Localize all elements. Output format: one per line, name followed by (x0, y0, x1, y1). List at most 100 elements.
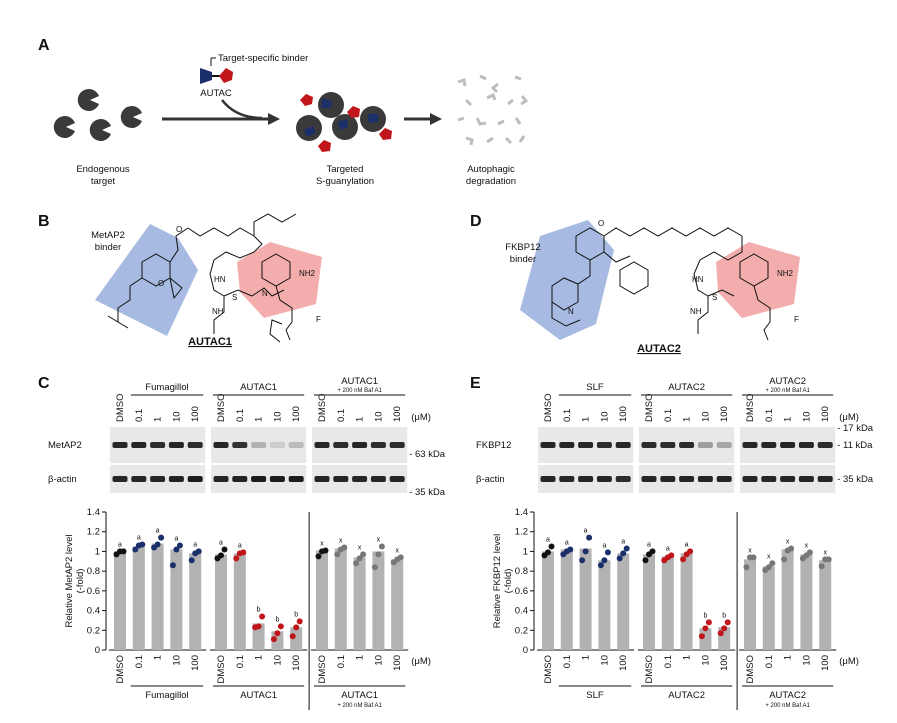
blot-band (150, 476, 166, 482)
blot-band (251, 442, 267, 448)
blot-row-label: FKBP12 (476, 440, 511, 451)
autac-join-arrow (221, 99, 263, 120)
significance-letter: a (546, 537, 550, 544)
blot-band (352, 476, 368, 482)
x-tick-label: 100 (392, 655, 403, 671)
fkbp12-binder-label-line2: binder (510, 254, 536, 265)
blot-lane-label: 0.1 (134, 409, 145, 422)
replicate-point (240, 549, 247, 556)
blot-band (168, 476, 184, 482)
replicate-point (259, 613, 266, 620)
replicate-point (371, 564, 378, 571)
panel-letter-c: C (38, 375, 50, 392)
blot-band (780, 476, 796, 482)
blot-band (269, 442, 285, 448)
step-endogenous-line2: target (91, 176, 116, 187)
blot-band (150, 442, 166, 448)
significance-letter: a (565, 539, 569, 546)
bar (781, 549, 794, 650)
blot-band (131, 442, 147, 448)
significance-letter: a (602, 542, 606, 549)
blot-band (288, 476, 304, 482)
significance-letter: x (805, 542, 809, 549)
step-guanylation-line2: S-guanylation (316, 176, 374, 187)
blot-unit-label: (μM) (411, 412, 431, 423)
replicate-point (582, 548, 589, 555)
autac2-nh-label: NH (690, 307, 702, 316)
blot-band (213, 442, 229, 448)
bar (189, 553, 202, 650)
degradation-fragments (457, 74, 529, 146)
blot-lane-label: 10 (373, 411, 384, 422)
x-tick-label: 0.1 (336, 655, 347, 668)
autac2-o-label: O (598, 219, 604, 228)
significance-letter: x (823, 549, 827, 556)
panel-letter-b: B (38, 213, 50, 230)
bar (643, 554, 655, 650)
blot-lane-label: 1 (254, 417, 265, 422)
blot-band (697, 442, 713, 448)
bar (391, 559, 404, 650)
blot-lane-label: 0.1 (336, 409, 347, 422)
blot-band (168, 442, 184, 448)
blot-band (578, 476, 594, 482)
bar (334, 548, 347, 650)
autac1-hn-label: HN (214, 275, 226, 284)
guanine-highlight-d (716, 242, 800, 318)
autac1-nh-label: NH (212, 307, 224, 316)
group-label: AUTAC2 (668, 690, 705, 701)
bar (598, 560, 611, 650)
autac2-hn-label: HN (692, 275, 704, 284)
blot-lane-label: 10 (599, 411, 610, 422)
bar (233, 553, 246, 650)
step-guanylation-line1: Targeted (327, 164, 364, 175)
x-tick-label: DMSO (543, 655, 554, 684)
x-tick-label: 0.1 (663, 655, 674, 668)
x-tick-label: 100 (719, 655, 730, 671)
blot-lane-label: 10 (801, 411, 812, 422)
x-tick-label: 10 (599, 655, 610, 666)
replicate-point (680, 556, 687, 563)
blot-lane-label: 100 (820, 406, 831, 422)
bar (699, 628, 712, 650)
y-tick-label: 1 (523, 546, 528, 557)
replicate-point (620, 550, 627, 557)
blot-lane-label: 0.1 (663, 409, 674, 422)
replicate-point (173, 546, 180, 553)
blot-band (540, 476, 556, 482)
blot-band (288, 442, 304, 448)
significance-letter: a (666, 545, 670, 552)
blot-lane-label: 1 (581, 417, 592, 422)
replicate-point (649, 548, 656, 555)
significance-letter: x (395, 547, 399, 554)
y-tick-label: 0.2 (515, 625, 528, 636)
bar (290, 627, 303, 650)
x-tick-label: 1 (682, 655, 693, 660)
autac1-n-label: N (262, 289, 268, 298)
blot-band (615, 476, 631, 482)
replicate-point (270, 636, 277, 643)
replicate-point (743, 564, 750, 571)
replicate-point (378, 543, 385, 550)
significance-letter: x (358, 544, 362, 551)
replicate-point (705, 619, 712, 626)
blot-band (131, 476, 147, 482)
significance-letter: b (275, 616, 279, 623)
y-tick-label: 0.8 (515, 566, 528, 577)
blot-lane-label: 100 (719, 406, 730, 422)
blot-band (817, 442, 833, 448)
blot-row-label: MetAP2 (48, 440, 82, 451)
replicate-point (788, 545, 795, 552)
replicate-point (687, 548, 694, 555)
replicate-point (322, 547, 329, 554)
blot-lane-label: 10 (700, 411, 711, 422)
x-unit-label: (μM) (839, 656, 859, 667)
bar (372, 551, 385, 650)
blot-band (352, 442, 368, 448)
autac1-nh2-label: NH2 (299, 269, 316, 278)
x-tick-label: 0.1 (562, 655, 573, 668)
blot-lane-label: 0.1 (562, 409, 573, 422)
significance-letter: a (156, 528, 160, 535)
